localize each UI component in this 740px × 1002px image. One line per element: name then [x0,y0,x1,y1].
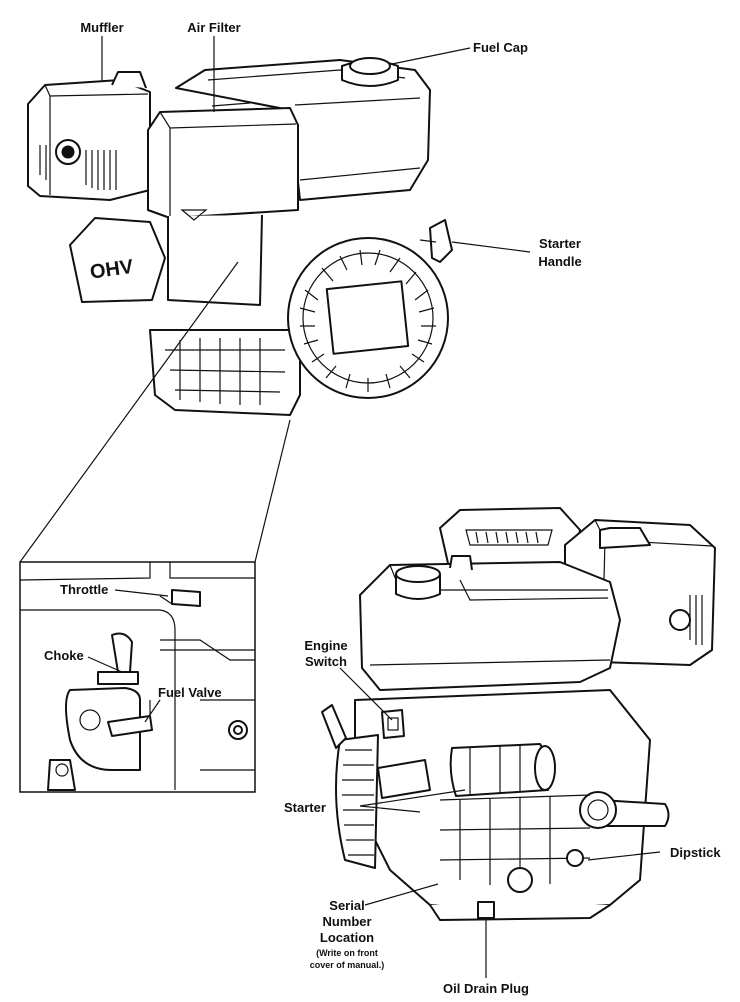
label-starter: Starter [284,800,326,815]
label-serial-line1: Serial [329,898,364,913]
label-dipstick: Dipstick [670,845,721,860]
label-starter-handle-line2: Handle [538,254,581,269]
label-fuel-cap: Fuel Cap [473,40,528,55]
labels: Muffler Air Filter Fuel Cap Starter Hand… [44,20,721,996]
label-serial-line3: Location [320,930,374,945]
label-serial-note-line2: cover of manual.) [310,960,385,970]
controls-inset [19,561,256,793]
label-serial-note-line1: (Write on front [316,948,378,958]
label-engine-switch-line1: Engine [304,638,347,653]
label-serial-line2: Number [322,914,371,929]
top-callout-lines [101,36,531,253]
top-engine-illustration: OHV [27,57,453,416]
bottom-engine-illustration [321,507,716,921]
label-throttle: Throttle [60,582,108,597]
label-fuel-valve: Fuel Valve [158,685,222,700]
label-air-filter: Air Filter [187,20,240,35]
bottom-callout-lines [339,667,661,978]
label-muffler: Muffler [80,20,123,35]
label-engine-switch-line2: Switch [305,654,347,669]
label-choke: Choke [44,648,84,663]
label-starter-handle-line1: Starter [539,236,581,251]
label-oil-drain-plug: Oil Drain Plug [443,981,529,996]
inset-zoom-lines [19,261,291,563]
